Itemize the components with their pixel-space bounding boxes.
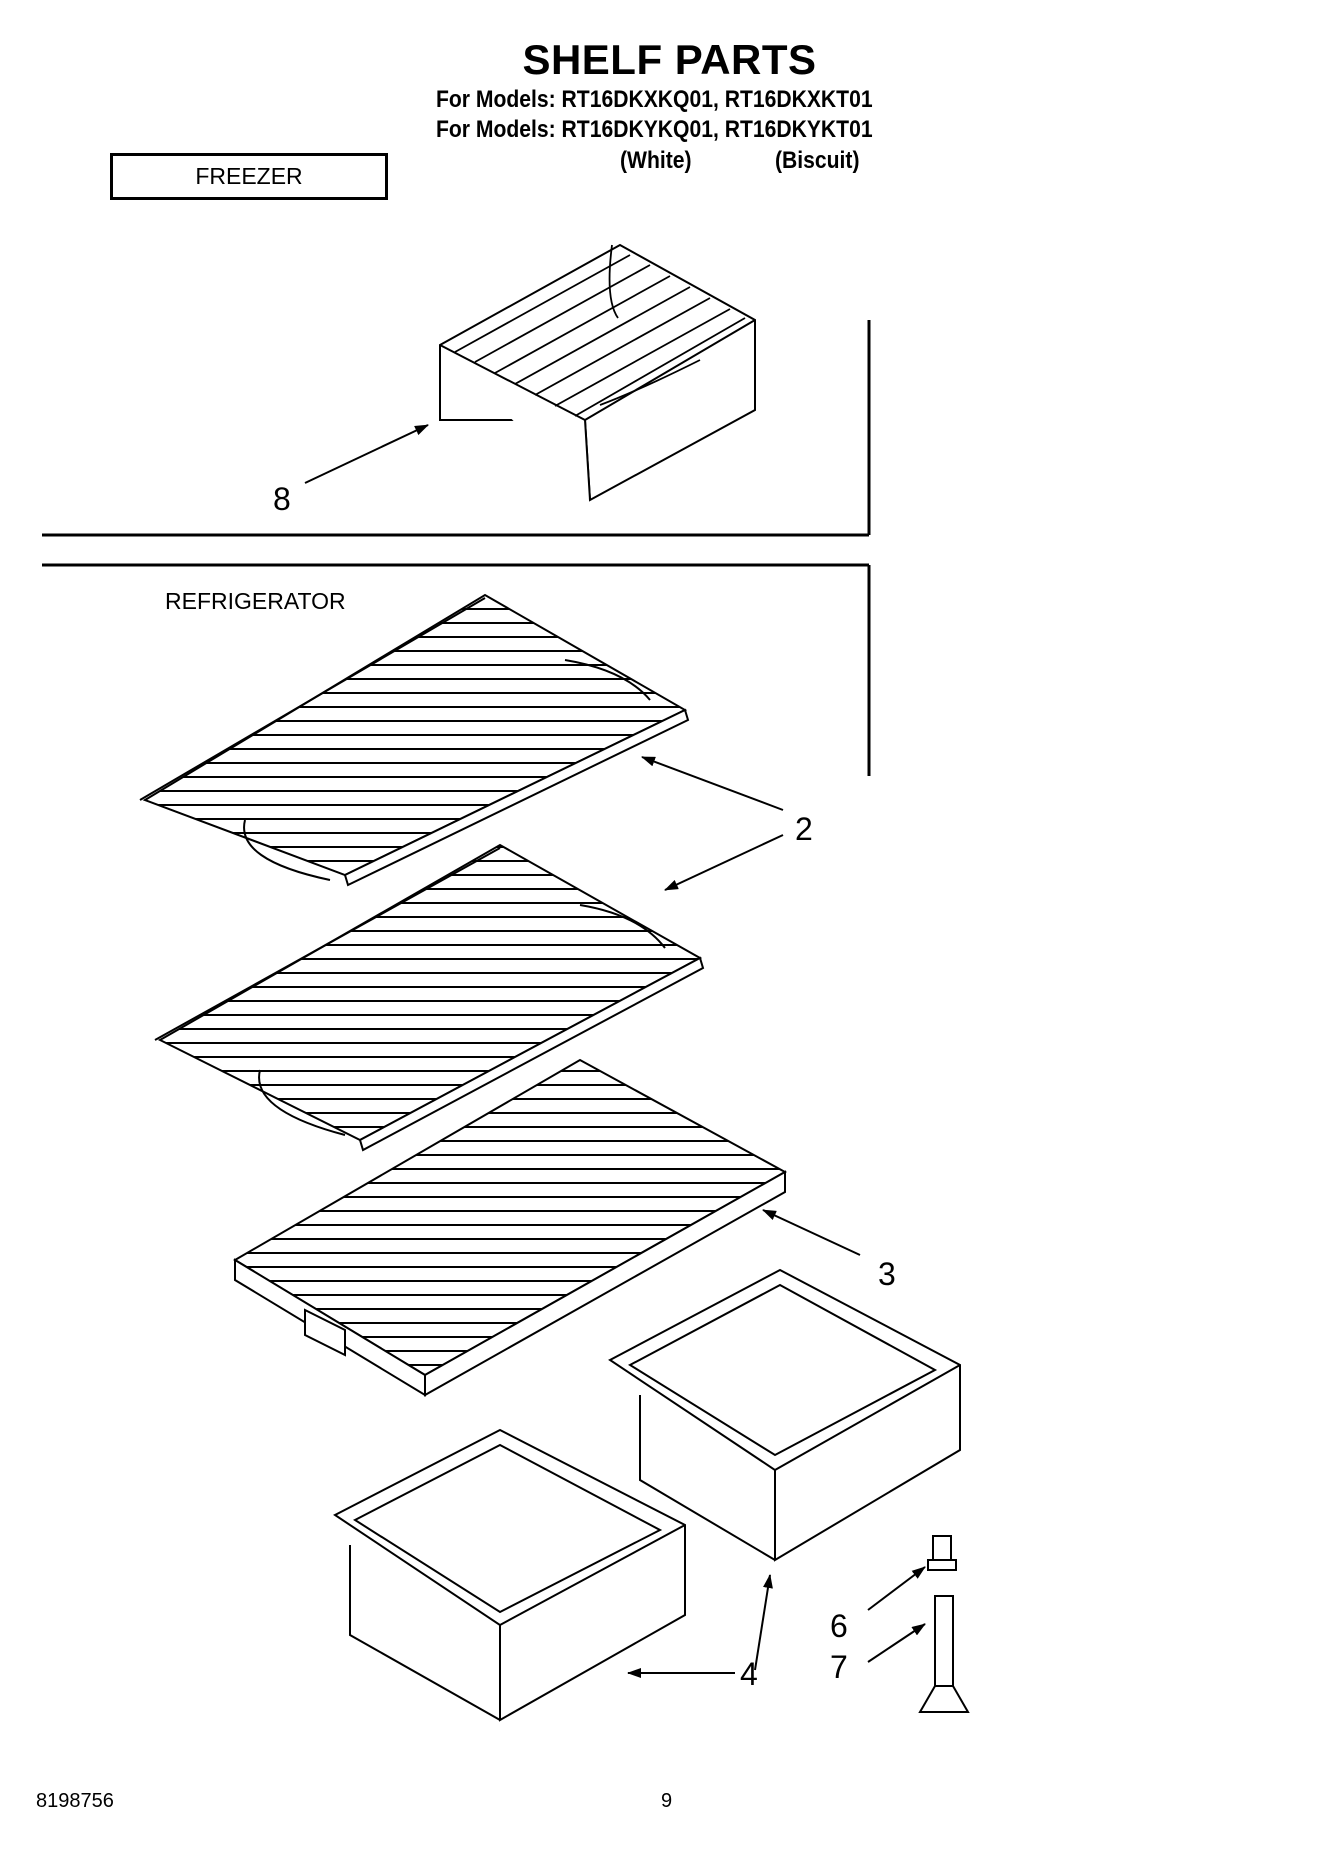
refrigerator-label: REFRIGERATOR [165, 588, 346, 614]
crisper-drawer-left-part-4 [333, 1428, 686, 1722]
callout-6: 6 [830, 1608, 848, 1644]
refrigerator-frame [42, 563, 871, 776]
freezer-frame [42, 320, 871, 537]
callout-8: 8 [273, 481, 291, 517]
wire-shelf-lower-part-2 [154, 843, 705, 1152]
page-title: SHELF PARTS [522, 36, 817, 83]
models-line-1: For Models: RT16DKXKQ01, RT16DKXKT01 [436, 86, 873, 113]
crisper-drawer-right-part-4 [608, 1268, 961, 1562]
callout-7: 7 [830, 1649, 848, 1685]
color-white-label: (White) [620, 147, 692, 174]
glass-shelf-part-3 [233, 1058, 788, 1397]
freezer-label: FREEZER [195, 163, 303, 189]
document-number: 8198756 [36, 1790, 114, 1812]
color-biscuit-label: (Biscuit) [775, 147, 860, 174]
page-number: 9 [661, 1790, 673, 1812]
leg-part-7 [918, 1595, 970, 1713]
freezer-section-box: FREEZER [110, 153, 388, 200]
models-line-2: For Models: RT16DKYKQ01, RT16DKYKT01 [436, 116, 873, 143]
callout-4: 4 [740, 1656, 758, 1692]
wire-shelf-upper-part-2 [139, 593, 690, 887]
callout-2: 2 [795, 811, 813, 847]
fitting-part-6 [927, 1535, 957, 1571]
callout-3: 3 [878, 1256, 896, 1292]
freezer-shelf-part-8 [439, 243, 756, 502]
callout-arrows [304, 424, 926, 1678]
